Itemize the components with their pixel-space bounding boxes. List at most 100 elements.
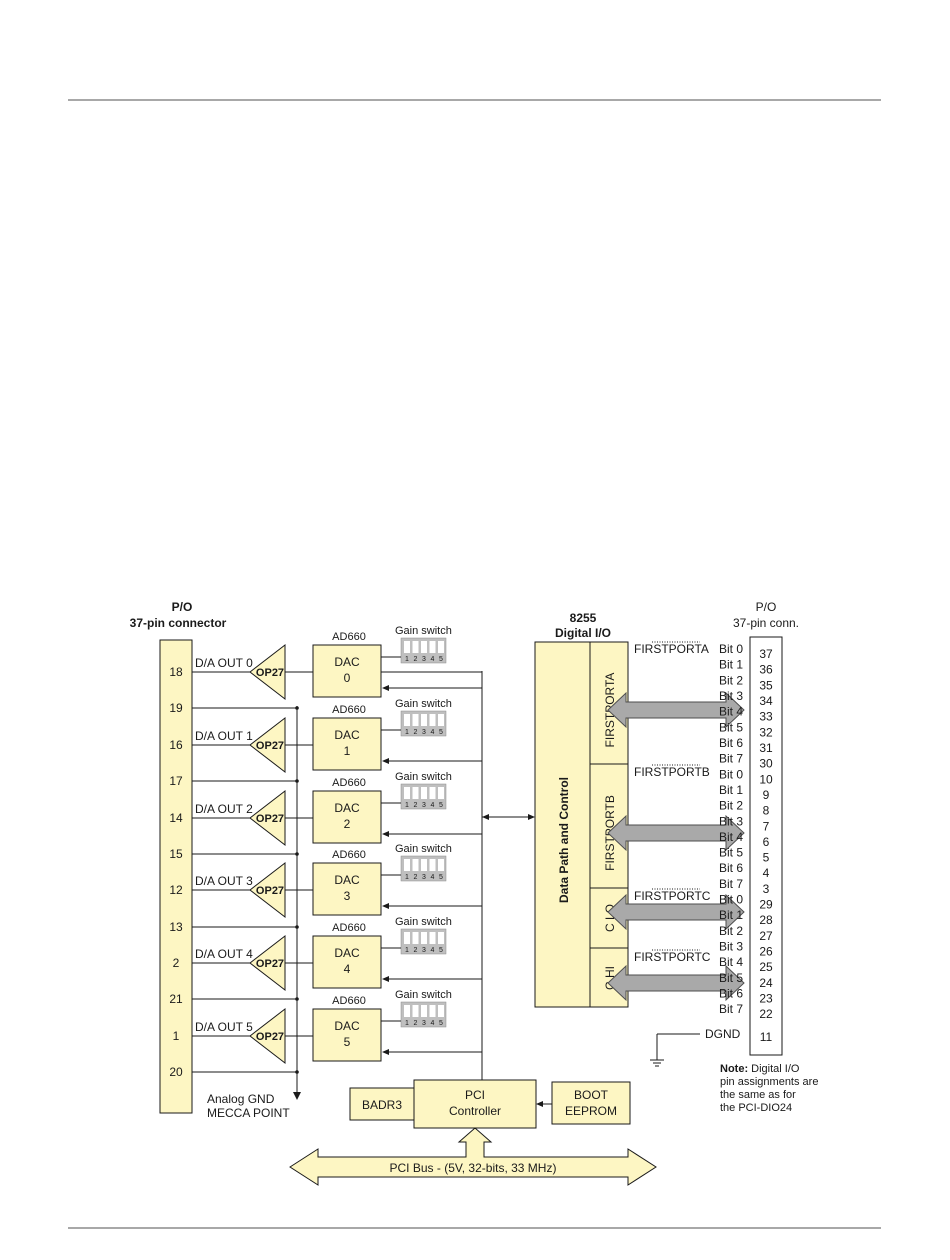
left-connector-title: P/O [172,600,193,614]
dip-number: 2 [414,874,418,881]
bit-label: Bit 0 [719,642,743,656]
left-pin-label: 21 [169,992,183,1006]
dac-box [312,790,382,844]
dip-number: 1 [405,656,409,663]
gain-switch-label: Gain switch [395,989,452,1001]
dip-number: 5 [439,874,443,881]
dip-toggle [404,641,410,653]
bit-label: Bit 0 [719,893,743,907]
bus-link-arrow [382,685,389,691]
left-pin-label: 17 [169,774,183,788]
right-pin-number: 6 [763,835,770,849]
ad660-label: AD660 [332,631,366,643]
op27-label: OP27 [256,1031,284,1043]
bus-link-arrow [382,758,389,764]
dip-toggle [438,1005,444,1017]
op27-label: OP27 [256,885,284,897]
gain-switch-label: Gain switch [395,698,452,710]
dac-box [312,1008,382,1062]
bit-label: Bit 4 [719,830,743,844]
right-connector-subtitle: 37-pin conn. [733,616,799,630]
dip-toggle [429,641,436,653]
dip-number: 2 [414,729,418,736]
dac-number: 4 [344,962,351,976]
left-pin-label: 20 [169,1065,183,1079]
dip-toggle [438,932,444,944]
ad660-label: AD660 [332,922,366,934]
bit-label: Bit 0 [719,767,743,781]
bit-label: Bit 7 [719,1002,743,1016]
dip-toggle [421,1005,427,1017]
bit-label: Bit 2 [719,924,743,938]
dip-toggle [429,714,436,726]
dip-number: 3 [422,947,426,954]
right-pin-number: 28 [759,913,773,927]
dac-box [312,717,382,771]
bus-link-arrow [382,1049,389,1055]
bit-label: Bit 1 [719,783,743,797]
port-name-label: FIRSTPORTA [634,642,709,656]
pci-controller-label-2: Controller [449,1104,501,1118]
dac-label: DAC [334,1019,360,1033]
dip-number: 1 [405,947,409,954]
bit-label: Bit 1 [719,658,743,672]
note-line-1: Note: Digital I/O [720,1063,800,1075]
note-line-3: the same as for [720,1089,796,1101]
dip-number: 3 [422,802,426,809]
bus-link-arrow [382,976,389,982]
dip-number: 2 [414,947,418,954]
dac-number: 0 [344,671,351,685]
dac-number: 3 [344,889,351,903]
left-pin-label: 14 [169,811,183,825]
dip-number: 5 [439,802,443,809]
dip-toggle [412,1005,419,1017]
port-name-label: FIRSTPORTC [634,950,711,964]
bit-label: Bit 3 [719,940,743,954]
dip-toggle [412,787,419,799]
dip-number: 4 [431,947,435,954]
right-pin-number: 33 [759,710,773,724]
dip-toggle [412,714,419,726]
dac-box [312,935,382,989]
op27-label: OP27 [256,740,284,752]
pci-controller-box [413,1079,537,1129]
left-pin-label: 13 [169,920,183,934]
dac-box [312,644,382,698]
dip-number: 3 [422,656,426,663]
dip-toggle [421,932,427,944]
right-pin-number: 7 [763,819,770,833]
right-pin-number: 34 [759,694,773,708]
dac-label: DAC [334,728,360,742]
dip-number: 1 [405,1020,409,1027]
gain-switch-label: Gain switch [395,625,452,637]
dac-box [312,862,382,916]
dip-toggle [429,787,436,799]
bit-label: Bit 7 [719,877,743,891]
left-connector [159,639,193,1114]
bit-label: Bit 7 [719,752,743,766]
op27-label: OP27 [256,667,284,679]
right-pin-number: 25 [759,960,773,974]
right-pin-number: 29 [759,898,773,912]
dip-number: 4 [431,802,435,809]
analog-gnd-label: Analog GND [207,1092,275,1106]
dac-number: 5 [344,1035,351,1049]
gain-switch-label: Gain switch [395,771,452,783]
dac-label: DAC [334,801,360,815]
right-pin-number: 4 [763,866,770,880]
bit-label: Bit 3 [719,814,743,828]
bus-arrow-right [528,814,535,820]
right-pin-number: 9 [763,788,770,802]
port-chi-double-arrow [607,964,745,1002]
dip-toggle [412,641,419,653]
da-out-label: D/A OUT 3 [195,874,253,888]
bottom-rule [68,1227,881,1229]
dip-toggle [421,787,427,799]
port-name-label: FIRSTPORTB [634,765,710,779]
port-a-double-arrow [607,691,745,729]
data-path-label: Data Path and Control [557,777,571,903]
dip-number: 1 [405,802,409,809]
